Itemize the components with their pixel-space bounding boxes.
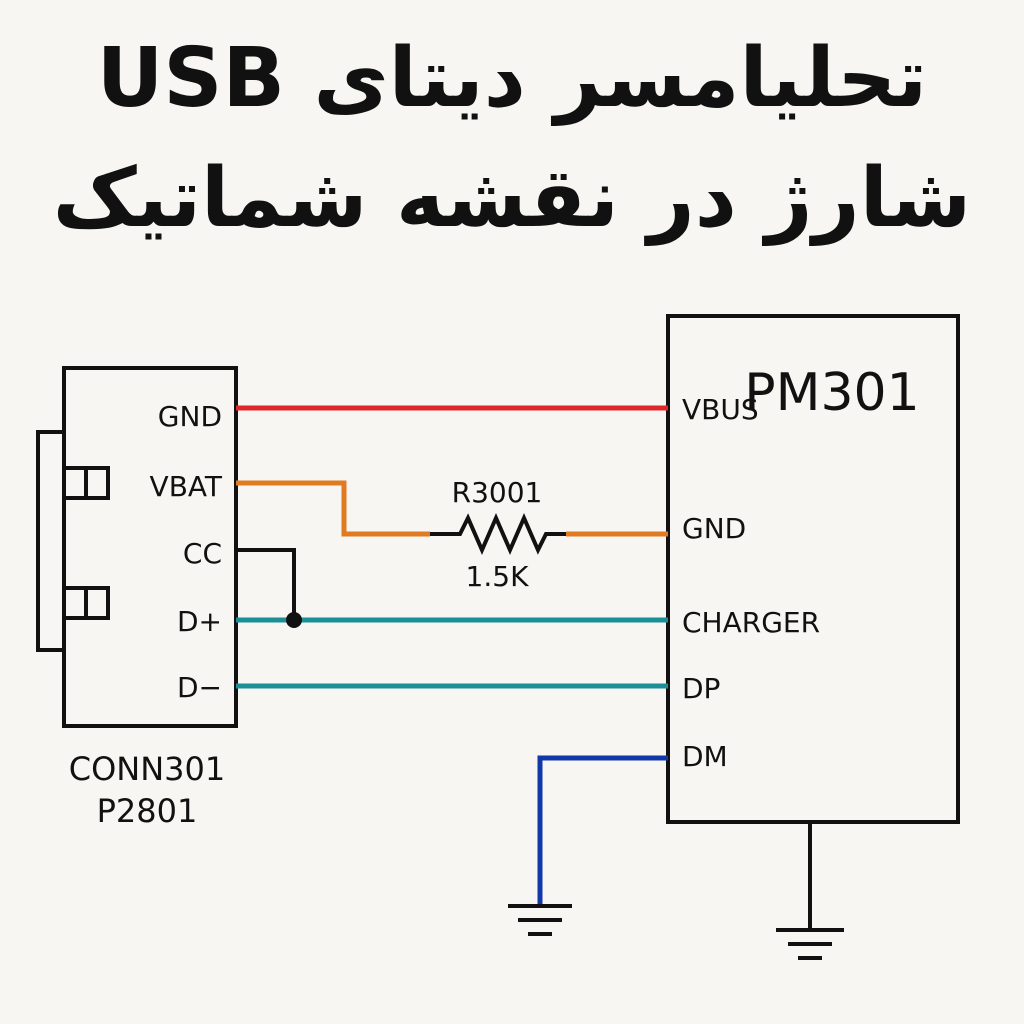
junction-dot	[286, 612, 302, 628]
conn-pin-gnd-label: GND	[158, 400, 222, 433]
ic-pin-vbus-label: VBUS	[682, 393, 759, 426]
resistor-ref-label: R3001	[452, 476, 543, 509]
wire-cc-to-dplus	[236, 548, 296, 620]
connector-part-label: P2801	[97, 792, 198, 830]
ground-symbol-right	[776, 928, 844, 960]
conn-pin-dminus-label: D−	[177, 671, 222, 704]
ic-pin-charger-label: CHARGER	[682, 606, 820, 639]
ic-pin-gnd-label: GND	[682, 512, 746, 545]
ground-symbol-left	[508, 904, 572, 936]
ic-pm301-body	[666, 314, 960, 824]
wire-vbat-resistor	[236, 480, 430, 537]
usb-connector	[36, 366, 238, 728]
diagram-title-line-2: شارژ در نقشه شماتیک	[52, 151, 972, 246]
connector-ref-label: CONN301	[69, 750, 225, 788]
ic-name-label: PM301	[744, 363, 919, 423]
resistor-r3001	[430, 513, 566, 555]
conn-pin-dplus-label: D+	[177, 605, 222, 638]
conn-pin-cc-label: CC	[183, 537, 222, 570]
diagram-title-line-1: تحلیامسر دیتای USB	[96, 31, 928, 126]
ic-pin-dm-label: DM	[682, 740, 728, 773]
conn-pin-vbat-label: VBAT	[150, 470, 223, 503]
connector-plug-shell	[36, 430, 66, 652]
resistor-value-label: 1.5K	[466, 560, 530, 593]
ic-pin-dp-label: DP	[682, 672, 720, 705]
wire-dm-ground	[537, 755, 668, 904]
